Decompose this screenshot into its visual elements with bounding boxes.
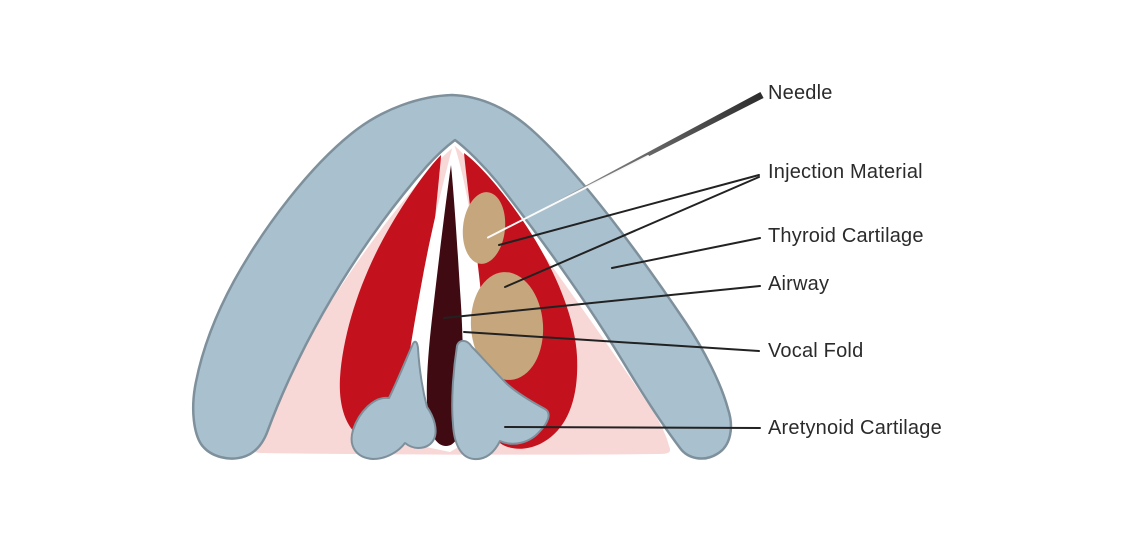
thyroid-cartilage-shape bbox=[192, 93, 733, 460]
leader-vocal-fold bbox=[463, 331, 760, 352]
label-airway: Airway bbox=[768, 273, 830, 295]
leader-arytenoid-cartilage bbox=[504, 426, 761, 429]
left-arytenoid-cartilage bbox=[350, 340, 437, 460]
needle-graphic bbox=[484, 92, 764, 240]
leader-lines bbox=[443, 174, 761, 429]
right-arytenoid-cartilage bbox=[451, 339, 550, 461]
label-injection-material: Injection Material bbox=[768, 161, 923, 183]
leader-airway bbox=[443, 285, 761, 319]
injection-material-lower-deposit bbox=[470, 272, 544, 380]
leader-thyroid-cartilage bbox=[611, 237, 761, 269]
label-arytenoid-cartilage: Aretynoid Cartilage bbox=[768, 417, 942, 439]
leader-injection-upper bbox=[498, 174, 760, 246]
injection-material-upper-deposit bbox=[462, 192, 506, 264]
needle-highlight bbox=[487, 155, 649, 239]
label-needle: Needle bbox=[768, 82, 833, 104]
leader-injection-lower bbox=[504, 176, 760, 288]
label-thyroid-cartilage: Thyroid Cartilage bbox=[768, 225, 924, 247]
label-vocal-fold: Vocal Fold bbox=[768, 340, 864, 362]
